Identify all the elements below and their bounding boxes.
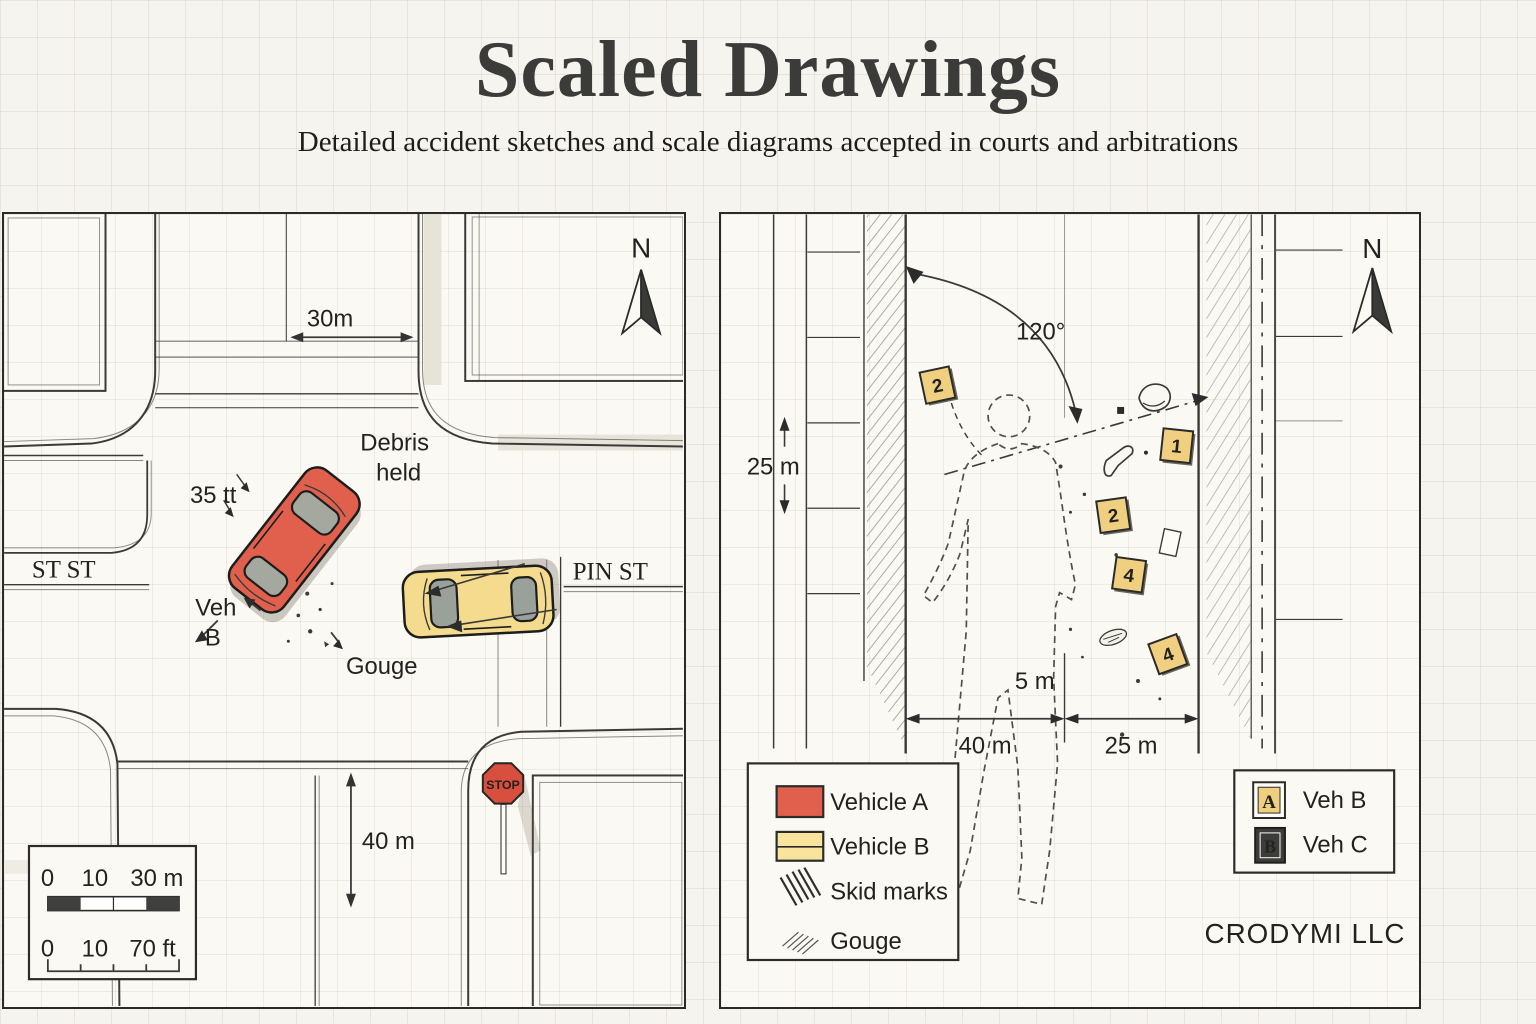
scale-ft-0: 0 — [41, 935, 54, 962]
stop-sign-text: STOP — [486, 778, 520, 792]
dim-5m-label: 5 m — [1015, 668, 1055, 695]
dim-40m-label: 40 m — [959, 732, 1012, 759]
evidence-marker-4a: 4 — [1110, 555, 1149, 596]
dimension-30m: 30m — [290, 305, 414, 343]
stop-sign: STOP — [481, 762, 541, 875]
svg-text:4: 4 — [1122, 564, 1136, 586]
marker-leader-line — [950, 402, 984, 458]
north-label: N — [631, 233, 651, 264]
sidewalk-strip — [423, 214, 442, 385]
legend-vehicle-b-label: Vehicle B — [830, 834, 929, 861]
scale-bar-m — [47, 895, 180, 912]
evidence-marker-2: 2 — [1095, 496, 1133, 536]
north-arrow-icon — [1351, 267, 1374, 335]
debris-items — [1099, 383, 1182, 647]
sidewalk-strip — [498, 434, 683, 451]
road-lines-left — [772, 214, 907, 754]
building-top-left — [4, 214, 107, 392]
svg-text:1: 1 — [1170, 435, 1183, 457]
page-subtitle: Detailed accident sketches and scale dia… — [297, 126, 1239, 158]
scale-ft-70: 70 ft — [129, 935, 176, 962]
north-arrow-icon — [620, 269, 643, 336]
building-bottom-right — [531, 774, 683, 1006]
legend-swatch-vehicle-a — [775, 785, 825, 819]
dimension-road-widths: 5 m 40 m 25 m — [905, 668, 1199, 759]
evidence-marker-4b: 4 — [1147, 632, 1191, 676]
street-label-st-st: ST ST — [32, 557, 96, 584]
svg-text:2: 2 — [1107, 504, 1120, 526]
impact-angle-arc: 120° — [905, 265, 1083, 424]
vehicle-b-yellow-car — [401, 558, 561, 639]
skid-marks-band-left — [866, 214, 906, 749]
scale-ft-10: 10 — [82, 935, 109, 962]
scale-m-10: 10 — [82, 865, 109, 892]
legend-gouge-label: Gouge — [830, 928, 902, 955]
skid-marks-band-right — [1206, 214, 1251, 739]
north-compass: N — [620, 233, 662, 336]
north-label: N — [1362, 233, 1382, 264]
pedestrian-diagram-panel: 120° 2 1 — [719, 212, 1421, 1009]
legend-skid-label: Skid marks — [830, 878, 948, 905]
svg-text:2: 2 — [930, 374, 945, 397]
legend-swatch-skid — [779, 867, 822, 906]
intersection-diagram-panel: 30m 40 m ST ST PIN ST — [2, 212, 686, 1009]
annotation-arrows — [194, 473, 344, 650]
veh-b-label-line2: B — [205, 624, 221, 651]
page-title: Scaled Drawings — [474, 26, 1062, 114]
dim-25m-left-label: 25 m — [747, 453, 800, 480]
dim-40m-label: 40 m — [362, 828, 415, 855]
scale-m-30: 30 m — [130, 865, 183, 892]
svg-text:B: B — [1264, 837, 1276, 857]
legend-box: Vehicle A Vehicle B Skid marks Gouge — [746, 762, 960, 962]
svg-text:A: A — [1262, 792, 1276, 813]
body-outline — [922, 394, 1077, 907]
debris-label-line2: held — [376, 459, 421, 486]
evidence-marker-2-top: 2 — [918, 365, 959, 406]
dimension-40m: 40 m — [345, 772, 415, 908]
gouge-label: Gouge — [346, 653, 418, 680]
evidence-marker-1: 1 — [1159, 427, 1196, 466]
legend-vehicle-a-label: Vehicle A — [830, 789, 928, 816]
road-lines — [4, 214, 683, 1006]
trajectory-arrow — [944, 393, 1209, 476]
vehicle-a-red-car — [227, 466, 361, 623]
building-top-right — [464, 214, 683, 382]
header: Scaled Drawings Detailed accident sketch… — [0, 0, 1536, 159]
pedestrian-drawing: 120° 2 1 — [746, 214, 1406, 962]
north-compass: N — [1351, 233, 1393, 335]
debris-dots — [1058, 464, 1162, 737]
impact-arrows — [424, 563, 557, 633]
dimension-25m-left: 25 m — [747, 416, 800, 515]
company-name: CRODYMI LLC — [1205, 918, 1406, 949]
skid-length-label: 35 tt — [190, 482, 237, 509]
tag-a: A — [1252, 781, 1286, 820]
debris-label-line1: Debris — [360, 430, 429, 457]
tag-b: B — [1254, 826, 1286, 864]
scale-m-0: 0 — [41, 865, 54, 892]
impact-angle-label: 120° — [1016, 318, 1065, 345]
tag-a-label: Veh B — [1303, 787, 1367, 814]
dim-30m-label: 30m — [307, 305, 353, 332]
road-lines-right — [1197, 214, 1343, 754]
tag-legend-box: A Veh B B Veh C — [1233, 769, 1396, 874]
scale-bar-ft — [46, 959, 180, 973]
veh-b-label-line1: Veh — [195, 594, 236, 621]
dim-25m-label: 25 m — [1105, 732, 1158, 759]
scale-bar-box: 0 10 30 m 0 10 70 ft — [27, 844, 198, 981]
street-label-pin-st: PIN ST — [573, 559, 648, 586]
intersection-drawing: 30m 40 m ST ST PIN ST — [4, 214, 683, 1006]
tag-b-label: Veh C — [1303, 832, 1368, 859]
legend-swatch-gouge — [782, 931, 819, 955]
